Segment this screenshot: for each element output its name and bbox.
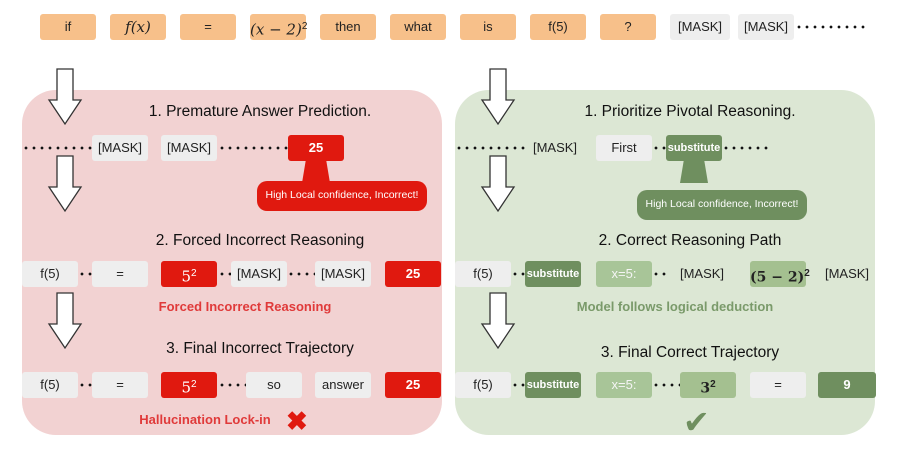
token-mask: [MASK] <box>231 261 287 287</box>
left-step1-title: 1. Premature Answer Prediction. <box>148 103 372 120</box>
checkmark-icon: ✔ <box>683 404 710 440</box>
down-arrow-icon <box>47 155 83 213</box>
token-x-equals-5: x=5: <box>596 372 652 398</box>
ellipsis-dots <box>652 272 666 276</box>
token-equals: = <box>750 372 806 398</box>
token-mask: [MASK] <box>161 135 217 161</box>
callout-pointer <box>302 159 330 183</box>
token-first: First <box>596 135 652 161</box>
down-arrow-icon <box>480 292 516 350</box>
ellipsis-dots <box>78 383 92 387</box>
callout-high-confidence: High Local confidence, Incorrect! <box>637 190 807 220</box>
token-mask: [MASK] <box>824 266 870 281</box>
right-step3-title: 3. Final Correct Trajectory <box>600 344 780 361</box>
token-answer-9: 9 <box>818 372 876 398</box>
right-step1-title: 1. Prioritize Pivotal Reasoning. <box>584 103 796 120</box>
token-answer: answer <box>315 372 371 398</box>
ellipsis-dots <box>652 383 680 387</box>
left-step3-title: 3. Final Incorrect Trajectory <box>166 340 354 357</box>
token-fx: f(x) <box>110 14 166 40</box>
token-mask: [MASK] <box>738 14 794 40</box>
token-substitute: substitute <box>666 135 722 161</box>
token-f5: f(5) <box>455 261 511 287</box>
token-x-minus-2-squared: (x − 2)2 <box>250 14 307 40</box>
cross-icon: ✖ <box>286 406 308 436</box>
token-5-minus-2-squared: (5 − 2)2 <box>750 261 810 287</box>
token-substitute: substitute <box>525 372 581 398</box>
left-step2-title: 2. Forced Incorrect Reasoning <box>155 232 365 249</box>
ellipsis-dots <box>218 383 246 387</box>
token-answer-25: 25 <box>385 261 441 287</box>
ellipsis-dots <box>22 146 92 150</box>
ellipsis-dots <box>78 272 92 276</box>
down-arrow-icon <box>480 155 516 213</box>
token-x-equals-5: x=5: <box>596 261 652 287</box>
ellipsis-dots <box>511 383 525 387</box>
left-step3-note: Hallucination Lock-in <box>139 412 271 427</box>
down-arrow-icon <box>47 292 83 350</box>
token-f5: f(5) <box>455 372 511 398</box>
token-mask: [MASK] <box>670 14 730 40</box>
token-mask: [MASK] <box>679 266 725 281</box>
token-3-squared: 32 <box>680 372 736 398</box>
ellipsis-dots <box>218 146 288 150</box>
token-equals: = <box>92 261 148 287</box>
down-arrow-icon <box>480 68 516 126</box>
token-5-squared: 52 <box>161 372 217 398</box>
token-mask: [MASK] <box>315 261 371 287</box>
token-mask: [MASK] <box>92 135 148 161</box>
ellipsis-dots <box>722 146 770 150</box>
token-equals: = <box>180 14 236 40</box>
token-what: what <box>390 14 446 40</box>
token-equals: = <box>92 372 148 398</box>
ellipsis-dots <box>455 146 527 150</box>
ellipsis-dots <box>511 272 525 276</box>
token-answer-25: 25 <box>385 372 441 398</box>
token-f5: f(5) <box>22 261 78 287</box>
token-substitute: substitute <box>525 261 581 287</box>
token-question: ? <box>600 14 656 40</box>
ellipsis-dots <box>795 25 867 29</box>
down-arrow-icon <box>47 68 83 126</box>
token-answer-25: 25 <box>288 135 344 161</box>
token-if: if <box>40 14 96 40</box>
token-mask: [MASK] <box>532 140 578 155</box>
right-step2-title: 2. Correct Reasoning Path <box>598 232 782 249</box>
token-f5: f(5) <box>22 372 78 398</box>
ellipsis-dots <box>218 272 232 276</box>
left-step2-note: Forced Incorrect Reasoning <box>158 299 332 314</box>
callout-pointer <box>680 159 708 183</box>
ellipsis-dots <box>287 272 315 276</box>
token-is: is <box>460 14 516 40</box>
ellipsis-dots <box>652 146 666 150</box>
token-f5: f(5) <box>530 14 586 40</box>
token-5-squared: 52 <box>161 261 217 287</box>
token-so: so <box>246 372 302 398</box>
callout-high-confidence: High Local confidence, Incorrect! <box>257 181 427 211</box>
token-then: then <box>320 14 376 40</box>
right-step2-note: Model follows logical deduction <box>576 299 774 314</box>
